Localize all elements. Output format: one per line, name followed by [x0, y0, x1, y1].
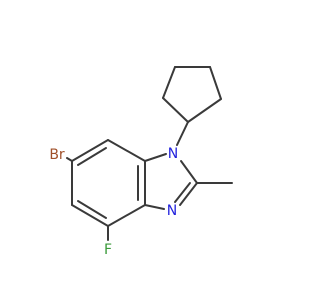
bond-cp2-cp3	[162, 66, 176, 99]
bond-c6-bromine	[66, 157, 73, 162]
bond-c2-n3	[179, 182, 198, 206]
molecule-structure: Br N N F	[49, 66, 233, 258]
bond-cp5-cp1	[187, 98, 222, 123]
bond-c4-c5	[71, 204, 109, 227]
bond-c6-c7-inner	[77, 147, 107, 166]
bond-c4-c5-inner	[77, 200, 107, 219]
nitrogen-3-atom-label: N	[167, 203, 177, 219]
bond-n1-cyclopentyl	[176, 121, 189, 146]
bond-cp4-cp5	[209, 66, 222, 100]
bond-cp1-cp2	[162, 97, 189, 123]
imidazole-ring	[144, 153, 198, 210]
bond-c7a-n1	[144, 153, 167, 162]
bond-n3-c3a	[144, 204, 165, 210]
bond-c6-c7	[71, 139, 109, 162]
benzene-ring	[71, 139, 146, 227]
nitrogen-1-atom-label: N	[168, 146, 178, 162]
bond-c3a-c4	[107, 204, 146, 227]
cyclopentyl-ring	[162, 66, 222, 123]
bond-n1-c2	[180, 160, 198, 184]
bond-c2-n3-inner	[174, 182, 191, 203]
fluorine-atom-label: F	[104, 242, 112, 258]
bromine-atom-label: Br	[49, 147, 65, 163]
bond-c7-c7a	[107, 139, 146, 162]
